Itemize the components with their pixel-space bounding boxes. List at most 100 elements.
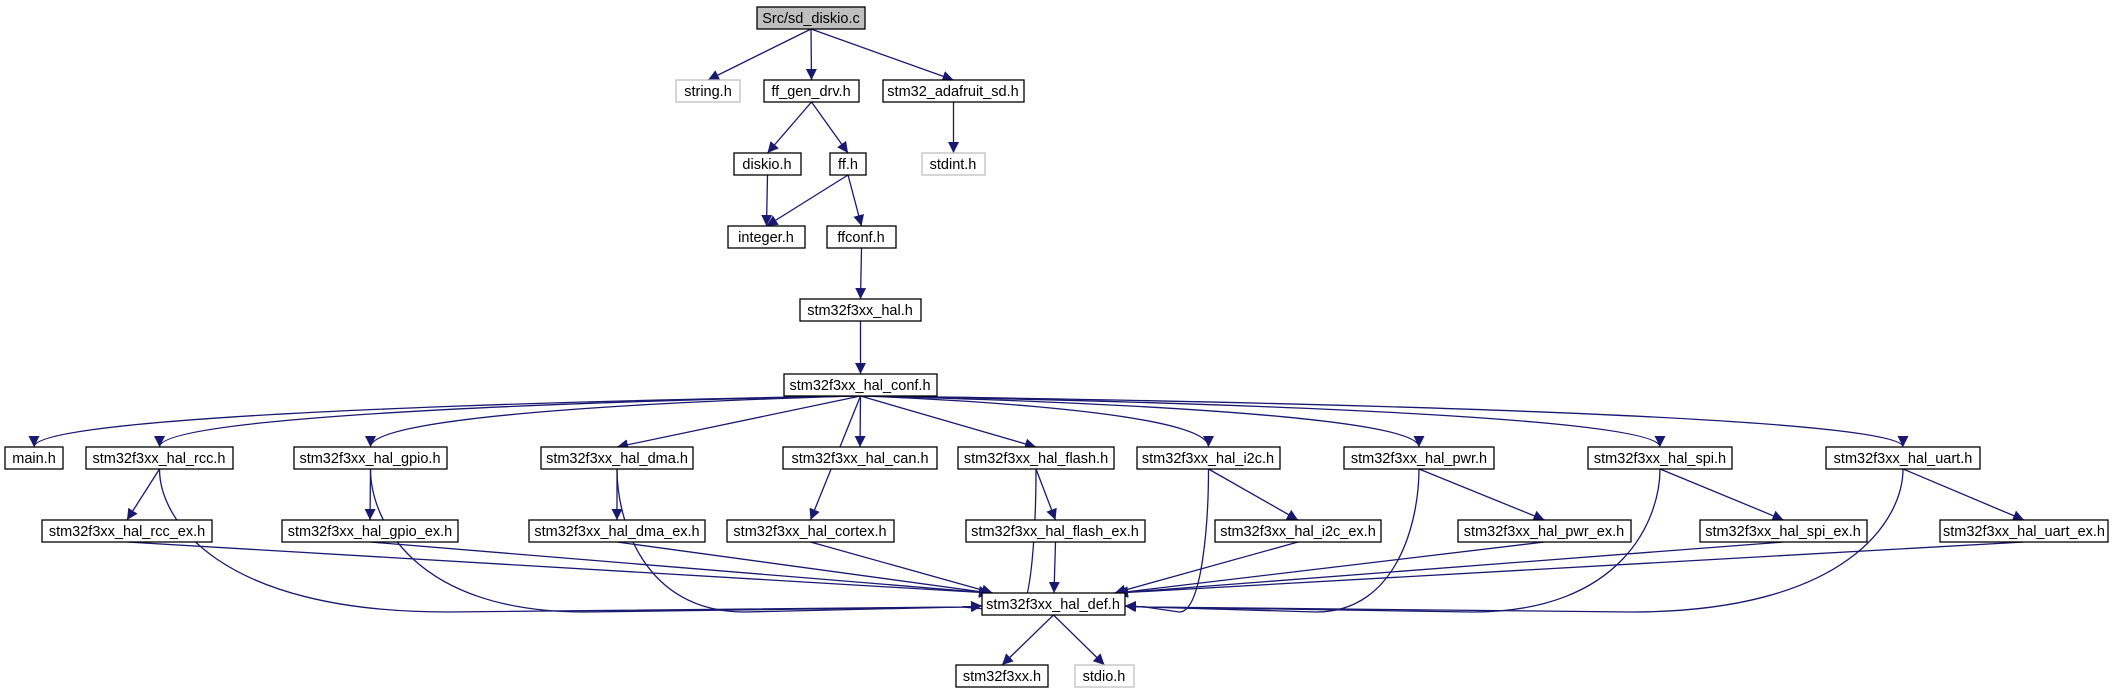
svg-text:stm32_adafruit_sd.h: stm32_adafruit_sd.h xyxy=(887,84,1018,100)
edge-flashex-to-def xyxy=(1048,541,1060,594)
svg-text:stm32f3xx_hal_pwr_ex.h: stm32f3xx_hal_pwr_ex.h xyxy=(1464,524,1624,540)
edge-i2c-to-i2cex xyxy=(1208,468,1299,521)
node-stm32f3xx-hal-rcc-ex-h[interactable]: stm32f3xx_hal_rcc_ex.h xyxy=(41,519,213,543)
node-stm32f3xx-hal-i2c-ex-h[interactable]: stm32f3xx_hal_i2c_ex.h xyxy=(1214,519,1382,543)
node-stm32f3xx-hal-pwr-h[interactable]: stm32f3xx_hal_pwr.h xyxy=(1343,446,1495,470)
edge-dmaex-to-def xyxy=(616,541,991,597)
edge-spi-to-spiex xyxy=(1659,468,1784,521)
node-stm32f3xx-h[interactable]: stm32f3xx.h xyxy=(955,664,1049,688)
edge-root-to-adafruit xyxy=(810,28,954,82)
node-ffconf-h[interactable]: ffconf.h xyxy=(826,225,897,249)
edge-pwr-to-pwrex xyxy=(1418,468,1545,521)
svg-text:ffconf.h: ffconf.h xyxy=(837,230,884,246)
svg-text:stm32f3xx_hal_rcc.h: stm32f3xx_hal_rcc.h xyxy=(93,451,226,467)
edge-spiex-to-def xyxy=(1116,541,1784,598)
node-stm32f3xx-hal-conf-h[interactable]: stm32f3xx_hal_conf.h xyxy=(783,373,938,397)
node-stm32f3xx-hal-uart-ex-h[interactable]: stm32f3xx_hal_uart_ex.h xyxy=(1939,519,2109,543)
edge-gpio-to-def xyxy=(369,468,983,613)
node-stm32f3xx-hal-uart-h[interactable]: stm32f3xx_hal_uart.h xyxy=(1825,446,1981,470)
svg-text:stm32f3xx_hal_uart_ex.h: stm32f3xx_hal_uart_ex.h xyxy=(1943,524,2105,540)
edge-halconf-to-gpio xyxy=(365,395,861,448)
edge-halconf-to-uart xyxy=(860,395,1909,448)
svg-text:stm32f3xx_hal_i2c_ex.h: stm32f3xx_hal_i2c_ex.h xyxy=(1220,524,1376,540)
svg-text:stm32f3xx_hal_conf.h: stm32f3xx_hal_conf.h xyxy=(789,378,930,394)
svg-text:stm32f3xx_hal_dma.h: stm32f3xx_hal_dma.h xyxy=(546,451,688,467)
node-stm32f3xx-hal-spi-h[interactable]: stm32f3xx_hal_spi.h xyxy=(1587,446,1733,470)
svg-text:integer.h: integer.h xyxy=(738,230,794,246)
node-stm32f3xx-hal-flash-ex-h[interactable]: stm32f3xx_hal_flash_ex.h xyxy=(965,519,1146,543)
svg-text:stm32f3xx_hal_def.h: stm32f3xx_hal_def.h xyxy=(986,597,1120,613)
edge-diskio-to-integer xyxy=(761,174,773,227)
edge-pwr-to-def xyxy=(1124,468,1420,613)
svg-text:stm32f3xx_hal_uart.h: stm32f3xx_hal_uart.h xyxy=(1834,451,1973,467)
edge-gpioex-to-def xyxy=(369,541,991,598)
node-stm32-adafruit-sd-h[interactable]: stm32_adafruit_sd.h xyxy=(882,79,1025,103)
edge-uart-to-uartex xyxy=(1902,468,2025,521)
edge-halconf-to-flash xyxy=(860,395,1037,450)
edge-pwrex-to-def xyxy=(1116,541,1545,598)
edge-def-to-stdio xyxy=(1053,614,1105,666)
node-integer-h[interactable]: integer.h xyxy=(727,225,806,249)
edge-flash-to-flashex xyxy=(1035,468,1057,521)
node-diskio-h[interactable]: diskio.h xyxy=(733,152,802,176)
svg-text:diskio.h: diskio.h xyxy=(742,157,791,173)
edge-spi-to-def xyxy=(1124,468,1661,613)
edge-cortex-to-def xyxy=(810,541,993,596)
svg-text:stm32f3xx_hal_rcc_ex.h: stm32f3xx_hal_rcc_ex.h xyxy=(49,524,205,540)
node-stm32f3xx-hal-def-h[interactable]: stm32f3xx_hal_def.h xyxy=(981,592,1126,616)
svg-text:stdint.h: stdint.h xyxy=(930,157,977,173)
edge-root-to-ffgendrv xyxy=(805,28,817,81)
node-stm32f3xx-hal-rcc-h[interactable]: stm32f3xx_hal_rcc.h xyxy=(85,446,234,470)
edge-root-to-string xyxy=(707,28,812,81)
edge-rcc-to-def xyxy=(158,468,983,613)
svg-text:ff_gen_drv.h: ff_gen_drv.h xyxy=(771,84,850,100)
node-stm32f3xx-hal-pwr-ex-h[interactable]: stm32f3xx_hal_pwr_ex.h xyxy=(1457,519,1632,543)
svg-text:ff.h: ff.h xyxy=(838,157,858,173)
node-stm32f3xx-hal-spi-ex-h[interactable]: stm32f3xx_hal_spi_ex.h xyxy=(1699,519,1868,543)
node-stm32f3xx-hal-dma-ex-h[interactable]: stm32f3xx_hal_dma_ex.h xyxy=(528,519,706,543)
svg-text:stm32f3xx_hal_cortex.h: stm32f3xx_hal_cortex.h xyxy=(733,524,886,540)
node-stm32f3xx-hal-flash-h[interactable]: stm32f3xx_hal_flash.h xyxy=(957,446,1115,470)
svg-text:stm32f3xx_hal_gpio_ex.h: stm32f3xx_hal_gpio_ex.h xyxy=(288,524,452,540)
edge-ff-to-ffconf xyxy=(847,174,865,227)
node-stm32f3xx-hal-cortex-h[interactable]: stm32f3xx_hal_cortex.h xyxy=(726,519,895,543)
svg-text:stdio.h: stdio.h xyxy=(1083,669,1126,685)
svg-text:stm32f3xx_hal_i2c.h: stm32f3xx_hal_i2c.h xyxy=(1142,451,1274,467)
node-stm32f3xx-hal-h[interactable]: stm32f3xx_hal.h xyxy=(799,298,922,322)
svg-text:Src/sd_diskio.c: Src/sd_diskio.c xyxy=(762,11,860,27)
node-string-h: string.h xyxy=(675,79,741,103)
node-src-sd-diskio-c[interactable]: Src/sd_diskio.c xyxy=(756,6,866,30)
svg-text:stm32f3xx_hal_can.h: stm32f3xx_hal_can.h xyxy=(791,451,928,467)
edge-uart-to-def xyxy=(1124,468,1904,613)
node-stm32f3xx-hal-can-h[interactable]: stm32f3xx_hal_can.h xyxy=(782,446,938,470)
svg-text:stm32f3xx_hal_dma_ex.h: stm32f3xx_hal_dma_ex.h xyxy=(534,524,699,540)
node-stm32f3xx-hal-dma-h[interactable]: stm32f3xx_hal_dma.h xyxy=(540,446,694,470)
nodes: Src/sd_diskio.c string.h ff_gen_drv.h st… xyxy=(4,6,2109,688)
edge-def-to-stm32f3xx xyxy=(1001,614,1054,666)
node-stm32f3xx-hal-gpio-h[interactable]: stm32f3xx_hal_gpio.h xyxy=(293,446,448,470)
edges xyxy=(28,28,2025,666)
svg-text:stm32f3xx_hal_spi_ex.h: stm32f3xx_hal_spi_ex.h xyxy=(1705,524,1861,540)
node-main-h[interactable]: main.h xyxy=(4,446,64,470)
node-stm32f3xx-hal-i2c-h[interactable]: stm32f3xx_hal_i2c.h xyxy=(1136,446,1281,470)
svg-text:stm32f3xx_hal_flash_ex.h: stm32f3xx_hal_flash_ex.h xyxy=(971,524,1139,540)
svg-text:stm32f3xx_hal_spi.h: stm32f3xx_hal_spi.h xyxy=(1594,451,1726,467)
edge-dma-to-def xyxy=(616,468,983,613)
edge-halconf-to-i2c xyxy=(860,395,1214,448)
edge-ffconf-to-hal xyxy=(855,247,867,300)
edge-halconf-to-can xyxy=(854,395,866,448)
edge-ffgendrv-to-diskio xyxy=(767,101,812,154)
node-stm32f3xx-hal-gpio-ex-h[interactable]: stm32f3xx_hal_gpio_ex.h xyxy=(281,519,459,543)
edge-ffgendrv-to-ff xyxy=(810,101,849,154)
node-ff-h[interactable]: ff.h xyxy=(829,152,867,176)
svg-text:main.h: main.h xyxy=(12,451,56,467)
edge-rcc-to-rccex xyxy=(126,468,161,521)
svg-text:stm32f3xx.h: stm32f3xx.h xyxy=(963,669,1041,685)
svg-text:stm32f3xx_hal.h: stm32f3xx_hal.h xyxy=(807,303,913,319)
edge-uartex-to-def xyxy=(1116,541,2025,598)
edge-ff-to-integer xyxy=(766,174,849,227)
node-ff-gen-drv-h[interactable]: ff_gen_drv.h xyxy=(763,79,860,103)
edge-rccex-to-def xyxy=(126,541,991,598)
edge-i2c-to-def xyxy=(1124,468,1210,613)
